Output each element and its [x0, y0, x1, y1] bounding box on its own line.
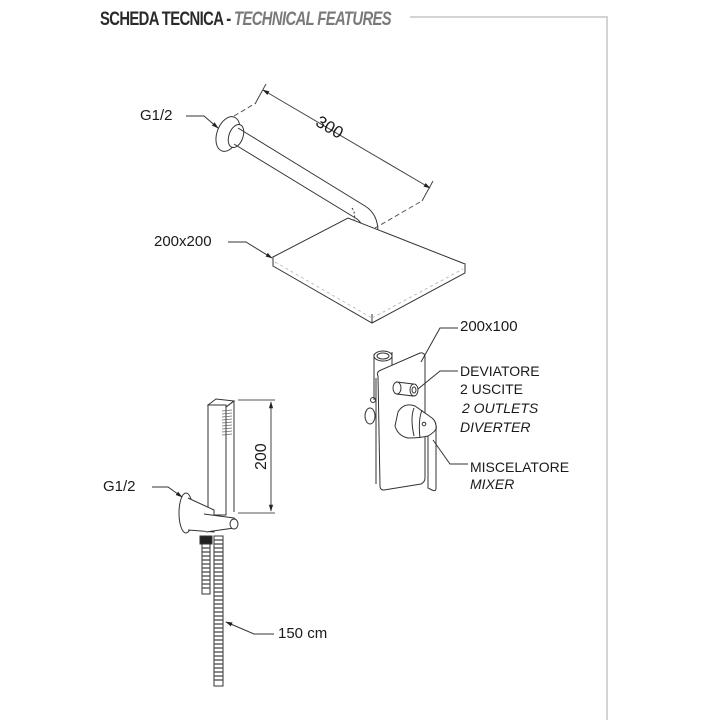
mixer-label-it: MISCELATORE [470, 459, 570, 475]
hand-shower-height-dimension: 200 [253, 443, 270, 470]
hose-length-label: 150 cm [278, 625, 328, 642]
head-shower-connection-label: G1/2 [140, 107, 173, 124]
spray-nozzles-icon [221, 409, 233, 436]
diverter-knob-icon [392, 381, 419, 397]
diverter-label-it-1: DEVIATORE [460, 363, 540, 379]
hand-shower-connection-label: G1/2 [103, 478, 136, 495]
diverter-label-en-2: DIVERTER [460, 419, 531, 435]
mixer-lever-icon [394, 404, 437, 492]
title-separator: - [222, 9, 235, 30]
head-size-label: 200x200 [154, 233, 212, 250]
mixer-plate-drawing [364, 327, 468, 492]
frame-right-border [606, 16, 608, 720]
diverter-label-en-1: 2 OUTLETS [462, 400, 539, 416]
mixer-label-en: MIXER [470, 476, 515, 492]
page-title: SCHEDA TECNICA - TECHNICAL FEATURES [100, 9, 392, 31]
title-italian: SCHEDA TECNICA [100, 9, 223, 30]
shower-hose-icon [201, 535, 224, 687]
diverter-label-it-2: 2 USCITE [460, 381, 524, 397]
title-english: TECHNICAL FEATURES [234, 9, 392, 30]
head-shower-drawing [186, 83, 467, 324]
hand-shower-drawing [152, 398, 275, 687]
frame-top-border [410, 16, 608, 18]
plate-size-label: 200x100 [460, 318, 518, 335]
